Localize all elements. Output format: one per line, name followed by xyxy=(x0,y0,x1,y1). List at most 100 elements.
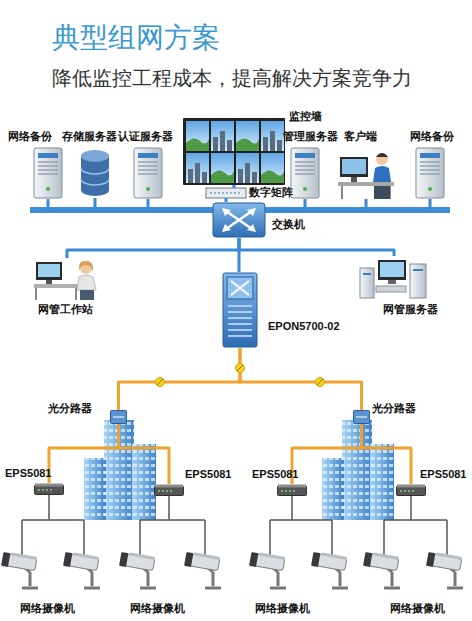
device-label: 网络摄像机 xyxy=(130,602,185,615)
network-link xyxy=(48,199,212,210)
network-link xyxy=(266,199,430,210)
server-icon xyxy=(416,148,444,198)
nms-server: 网管服务器 xyxy=(358,256,430,300)
onu-device: EPS5081 xyxy=(396,484,426,496)
screen xyxy=(186,153,209,183)
building-icon xyxy=(322,420,394,520)
network-link xyxy=(48,495,50,520)
splitter-icon xyxy=(111,411,127,424)
camera-wires xyxy=(22,520,447,556)
storage-icon xyxy=(81,150,109,196)
device-label: 交换机 xyxy=(272,218,305,231)
screen xyxy=(261,153,284,183)
camera-group: 网络摄像机 xyxy=(360,520,470,598)
building-icon xyxy=(84,420,156,520)
device-label: 网管服务器 xyxy=(383,303,438,316)
network-link xyxy=(148,199,212,210)
backup-server: 网络备份 xyxy=(415,147,445,199)
network-link xyxy=(49,424,119,483)
network-link xyxy=(225,198,228,202)
fiber-joint xyxy=(156,378,165,387)
matrix-icon xyxy=(206,188,246,198)
server-icon xyxy=(291,148,319,198)
onu-icon xyxy=(155,485,184,496)
olt-icon xyxy=(223,273,257,347)
network-link xyxy=(119,424,170,484)
server-icon xyxy=(134,148,162,198)
device-label: 网管工作站 xyxy=(38,303,93,316)
splitter-icon xyxy=(354,411,370,424)
fiber-joint xyxy=(316,378,325,387)
video-wall: 监控墙 xyxy=(183,118,285,185)
auth-server: 认证服务器 xyxy=(133,147,163,199)
camera-group: 网络摄像机 xyxy=(245,520,357,598)
device-label: EPS5081 xyxy=(5,467,51,480)
client-icon xyxy=(338,153,394,199)
network-link xyxy=(238,238,241,272)
device-label: EPON5700-02 xyxy=(268,320,340,333)
network-link xyxy=(266,199,366,210)
nms-server-icon xyxy=(360,260,426,298)
network-link xyxy=(266,199,305,210)
management-server: 管理服务器 xyxy=(290,147,320,199)
onu-icon xyxy=(35,484,64,495)
camera-icon xyxy=(311,551,348,588)
screen xyxy=(211,121,234,151)
device-label: 客户端 xyxy=(344,130,377,143)
camera-group: 网络摄像机 xyxy=(0,520,105,598)
diagram-title: 典型组网方案 xyxy=(52,24,220,52)
onu-icon xyxy=(278,485,307,496)
device-label: 网络摄像机 xyxy=(20,602,75,615)
device-label: 监控墙 xyxy=(289,110,322,123)
client-pc: 客户端 xyxy=(338,147,394,199)
device-label: 数字矩阵 xyxy=(249,186,293,199)
camera-icon xyxy=(1,551,38,588)
camera-icon xyxy=(63,551,100,588)
network-link xyxy=(362,424,412,484)
network-link xyxy=(240,348,362,410)
server-icon xyxy=(34,148,62,198)
optical-splitter: 光分路器 xyxy=(353,410,370,424)
screen xyxy=(236,153,259,183)
digital-matrix: 数字矩阵 xyxy=(206,188,246,198)
network-link xyxy=(95,198,212,210)
nms-workstation: 网管工作站 xyxy=(34,258,100,300)
backup-server: 网络备份 xyxy=(33,147,63,199)
onu-device: EPS5081 xyxy=(34,483,64,495)
screen xyxy=(186,121,209,151)
device-label: 网络备份 xyxy=(410,130,454,143)
device-label: 光分路器 xyxy=(48,402,92,415)
video-wall-icon xyxy=(183,118,285,185)
storage-server: 存储服务器 xyxy=(80,148,110,198)
screen xyxy=(211,153,234,183)
network-link xyxy=(410,496,412,520)
device-label: 网络备份 xyxy=(8,130,52,143)
camera-group: 网络摄像机 xyxy=(112,520,237,598)
device-label: EPS5081 xyxy=(252,468,298,481)
camera-icon xyxy=(249,551,286,588)
network-link xyxy=(67,238,239,258)
device-label: EPS5081 xyxy=(185,468,231,481)
core-switch: 交换机 xyxy=(212,202,266,238)
matrix-ports xyxy=(210,193,242,194)
network-link xyxy=(119,348,241,410)
device-label: 网络摄像机 xyxy=(390,602,445,615)
workstation-icon xyxy=(34,261,96,300)
onu-icon xyxy=(397,485,426,496)
device-label: 认证服务器 xyxy=(118,130,173,143)
camera-icon xyxy=(426,551,463,588)
fiber-joint xyxy=(236,364,245,373)
screen xyxy=(261,121,284,151)
camera-icon xyxy=(363,551,400,588)
switch-icon xyxy=(213,203,265,237)
network-link xyxy=(233,185,236,188)
screen xyxy=(236,121,259,151)
optical-splitter: 光分路器 xyxy=(110,410,127,424)
device-label: EPS5081 xyxy=(420,468,466,481)
network-link xyxy=(291,496,293,520)
device-label: 存储服务器 xyxy=(62,130,117,143)
subtitle-label: 降低监控工程成本，提高解决方案竞争力 xyxy=(52,68,412,88)
network-link xyxy=(239,238,394,256)
olt-device: EPON5700-02 xyxy=(222,272,258,348)
